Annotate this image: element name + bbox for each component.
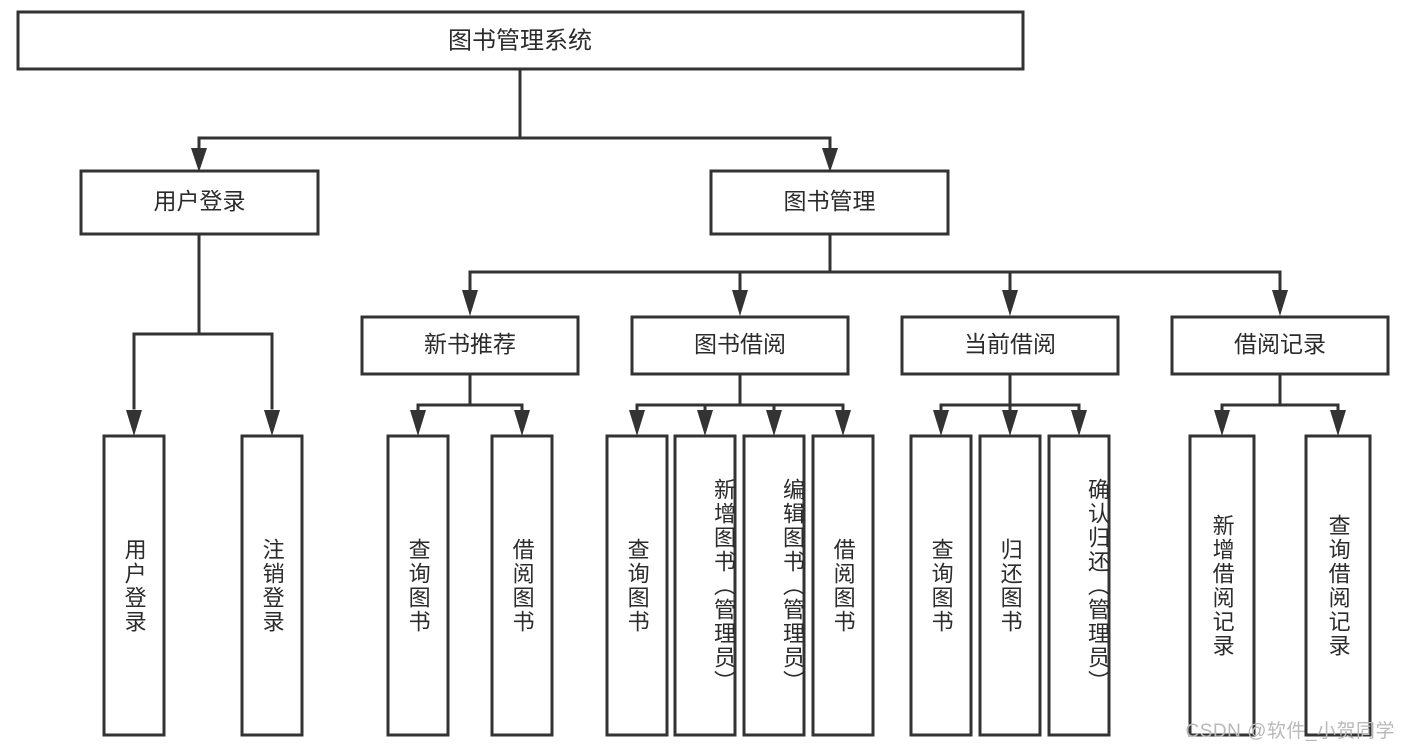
leaf-box[interactable] [605, 434, 669, 737]
leaf-box[interactable] [1304, 434, 1372, 737]
node-book-borrow[interactable]: 图书借阅 [630, 315, 850, 376]
connector-bookmgmt-to-level2 [462, 232, 1288, 316]
connector-userlogin-to-leaves [126, 232, 280, 436]
node-root-label: 图书管理系统 [448, 27, 592, 54]
leaf-group-borrow-record [1188, 434, 1372, 737]
leaf-group-current-borrow [909, 434, 1111, 737]
node-book-management-label: 图书管理 [784, 188, 876, 214]
leaf-box[interactable] [811, 434, 875, 737]
node-borrow-record[interactable]: 借阅记录 [1170, 315, 1390, 376]
leaf-group-user-login [102, 434, 304, 737]
node-current-borrow[interactable]: 当前借阅 [900, 315, 1120, 376]
leaf-group-book-borrow [605, 434, 875, 737]
node-root[interactable]: 图书管理系统 [16, 10, 1025, 71]
leaf-box[interactable] [1047, 434, 1111, 737]
leaf-box[interactable] [978, 434, 1042, 737]
connector-currentborrow-to-leaves [933, 372, 1087, 436]
node-book-management[interactable]: 图书管理 [709, 169, 950, 236]
leaf-box[interactable] [909, 434, 973, 737]
connector-newbook-to-leaves [410, 372, 530, 436]
leaf-box[interactable] [240, 434, 304, 737]
leaf-box[interactable] [1188, 434, 1256, 737]
leaf-box[interactable] [386, 434, 450, 737]
node-book-borrow-label: 图书借阅 [694, 331, 786, 357]
node-user-login-label: 用户登录 [154, 188, 246, 214]
node-borrow-record-label: 借阅记录 [1234, 331, 1326, 357]
leaf-box[interactable] [742, 434, 806, 737]
node-user-login[interactable]: 用户登录 [79, 169, 320, 236]
leaf-group-new-book-recommend [386, 434, 554, 737]
leaf-box[interactable] [102, 434, 166, 737]
node-current-borrow-label: 当前借阅 [964, 331, 1056, 357]
leaf-box[interactable] [673, 434, 737, 737]
watermark: CSDN @软件_小贺同学 [1185, 721, 1395, 742]
node-new-book-recommend-label: 新书推荐 [424, 331, 516, 357]
leaf-box[interactable] [490, 434, 554, 737]
connector-root-to-level1 [191, 67, 838, 172]
node-new-book-recommend[interactable]: 新书推荐 [360, 315, 580, 376]
connector-bookborrow-to-leaves [629, 372, 851, 436]
connector-borrowrecord-to-leaves [1214, 372, 1346, 436]
